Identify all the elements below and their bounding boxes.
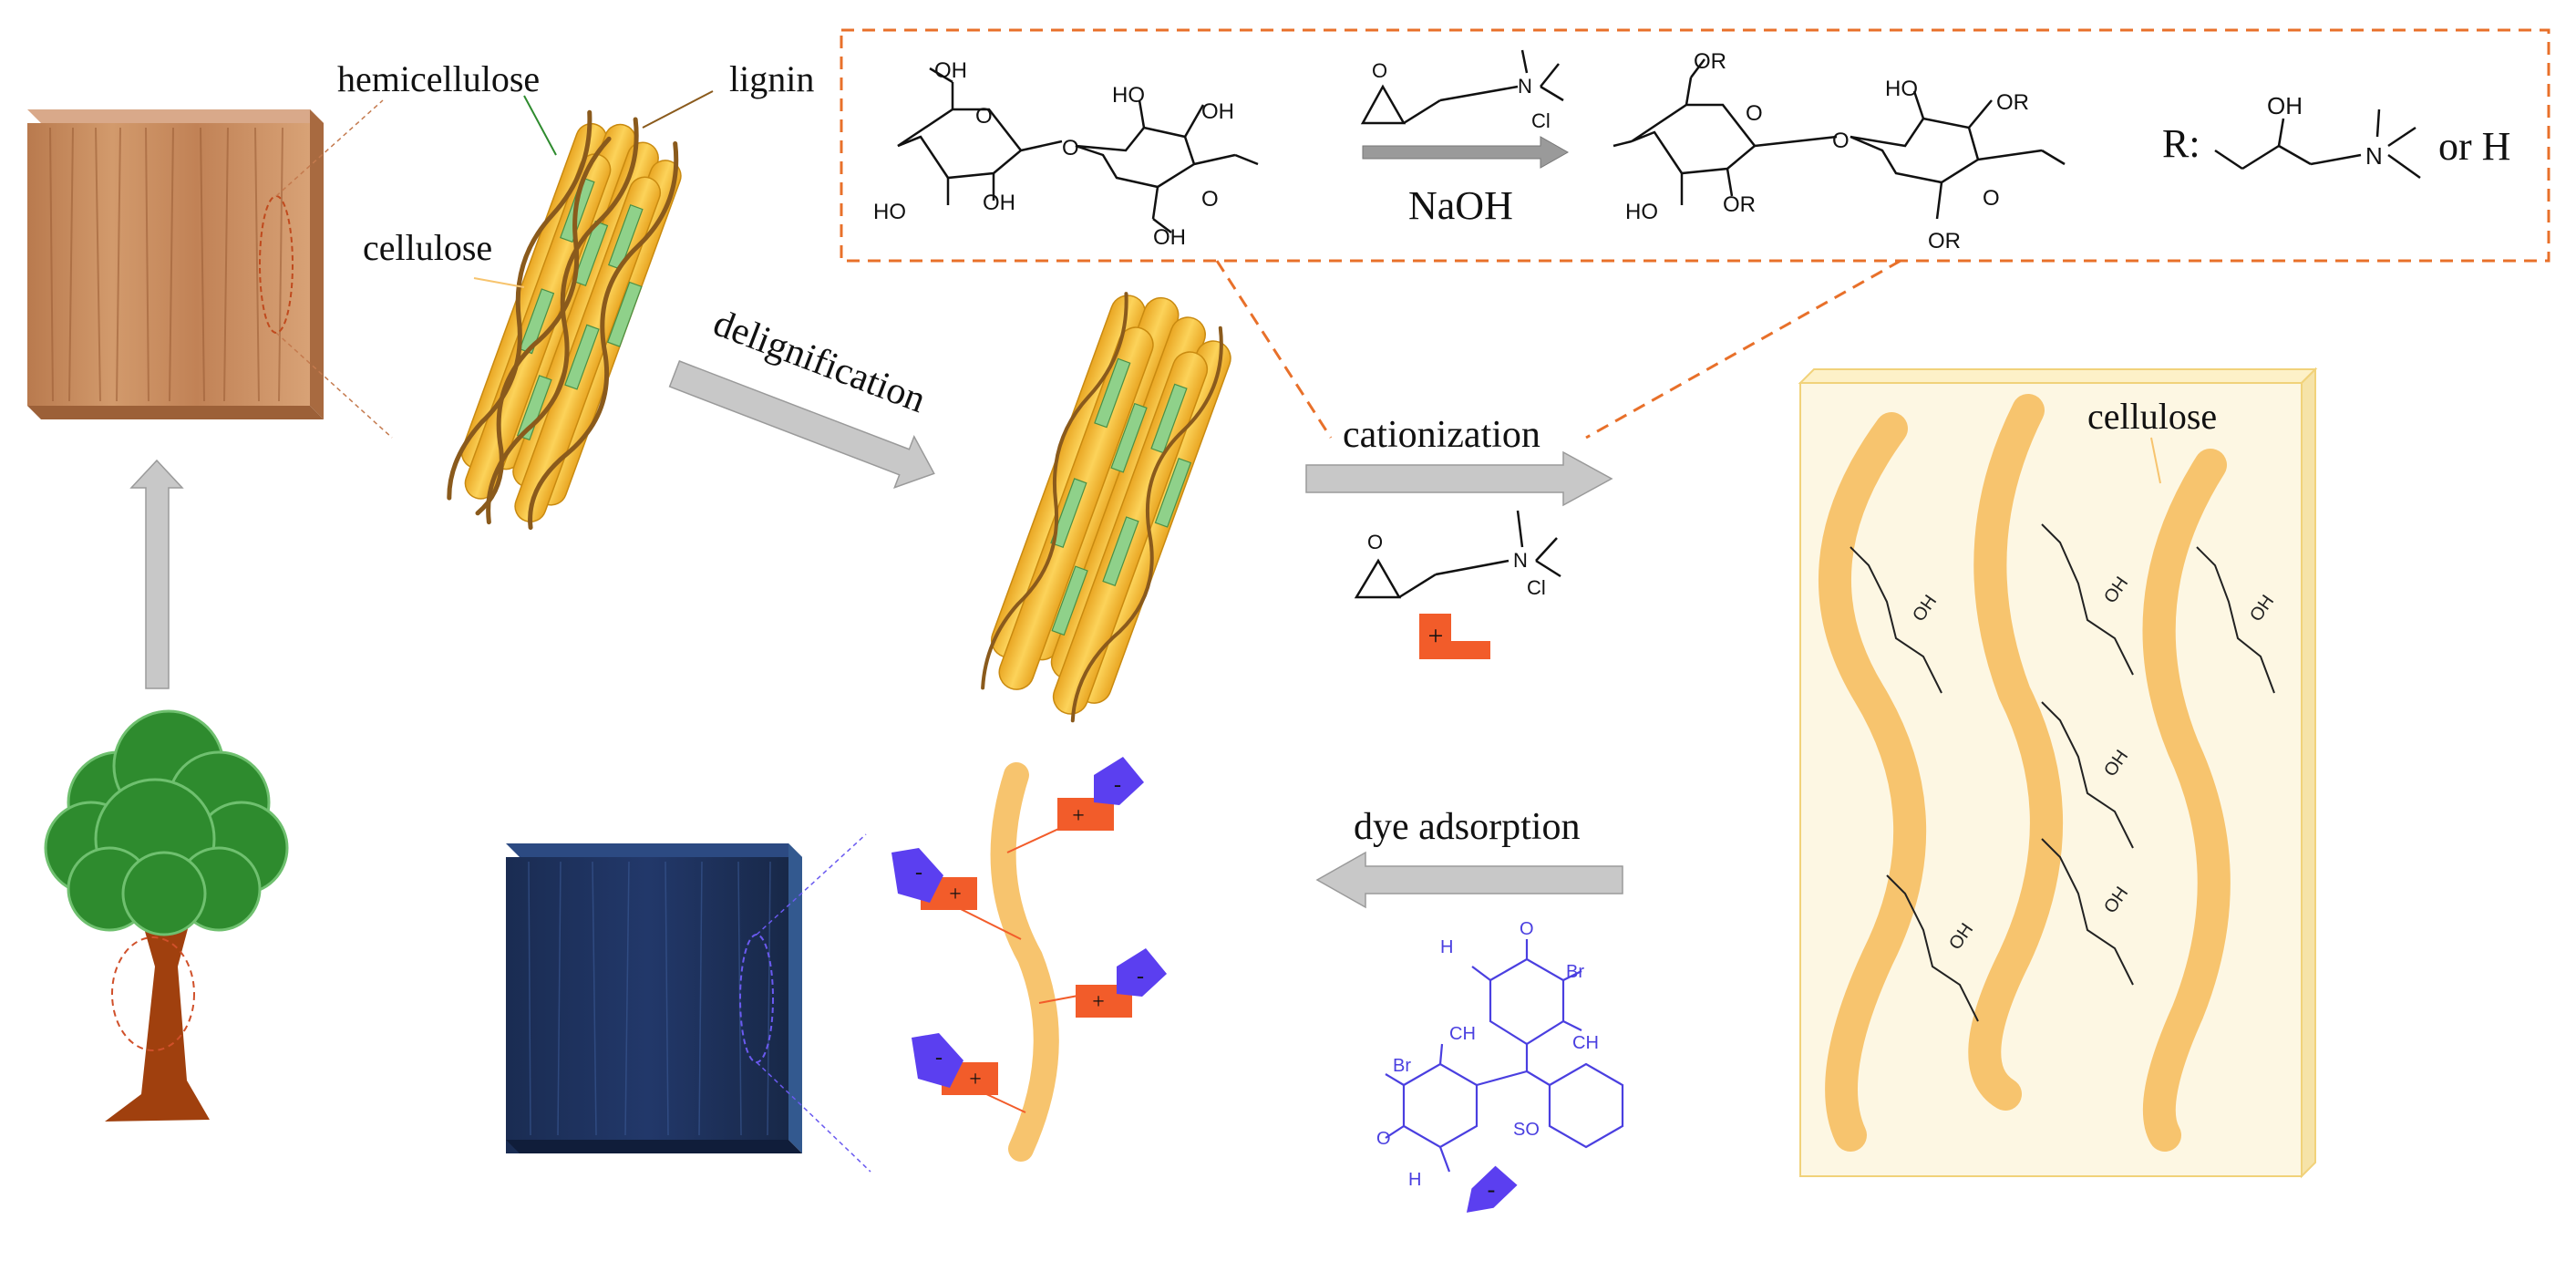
- gtmac-reagent-bottom: [1354, 510, 1561, 599]
- cationic-cellulose-fibers: [1818, 394, 2231, 1152]
- label-lignin: lignin: [729, 58, 814, 99]
- cation-dye-pair-3: + -: [1076, 948, 1167, 1018]
- arrow-tree-to-wood: [129, 459, 184, 689]
- svg-text:+: +: [949, 883, 962, 906]
- chem-or-4: OR: [1928, 229, 1961, 253]
- chem-n-plus-top: N: [1518, 75, 1532, 98]
- svg-text:+: +: [1428, 621, 1444, 651]
- svg-text:CH: CH: [1449, 1024, 1476, 1044]
- svg-text:Br: Br: [1566, 962, 1584, 982]
- label-cationization: cationization: [1343, 414, 1540, 456]
- delignified-bundle: [981, 292, 1231, 723]
- dye-molecule: [1385, 939, 1624, 1173]
- chem-o-1: O: [975, 104, 993, 129]
- chem-o-2: O: [1201, 187, 1219, 212]
- chem-or-1: OR: [1694, 49, 1726, 74]
- chem-r-oh: OH: [2267, 92, 2303, 119]
- svg-text:-: -: [1114, 773, 1121, 797]
- svg-text:-: -: [915, 861, 922, 884]
- cation-dye-pair-4: + -: [912, 1033, 998, 1095]
- chem-or-3: OR: [1996, 90, 2029, 115]
- cellulose-structure: [897, 67, 1259, 233]
- chem-epoxide-o-2: O: [1367, 531, 1383, 553]
- lignocellulose-bundle: [447, 109, 682, 531]
- chem-cl-top: Cl: [1531, 109, 1551, 132]
- delignification-arrow: [668, 360, 935, 490]
- svg-text:H: H: [1440, 937, 1453, 957]
- chem-o-3: O: [1746, 101, 1763, 126]
- naoh-arrow: [1362, 136, 1570, 169]
- cation-symbol-legend: +: [1419, 614, 1490, 659]
- label-naoh: NaOH: [1408, 183, 1513, 228]
- chem-ho-2: HO: [1112, 83, 1145, 108]
- chem-r-n: N: [2365, 142, 2383, 170]
- chem-oh-3: OH: [1201, 99, 1234, 124]
- anion-dye-symbol: -: [1466, 1165, 1518, 1213]
- cation-dye-pair-1: + -: [1057, 757, 1144, 831]
- svg-text:H: H: [1408, 1170, 1421, 1190]
- label-or-h: or H: [2438, 124, 2510, 169]
- svg-text:-: -: [1137, 965, 1144, 988]
- chem-ho-1: HO: [873, 200, 906, 224]
- natural-wood-block: [27, 99, 393, 439]
- dyed-wood-block: [506, 833, 871, 1173]
- svg-text:O: O: [1520, 919, 1534, 939]
- chem-o-4: O: [1983, 186, 2000, 211]
- gtmac-reagent-top: [1360, 49, 1564, 125]
- svg-text:+: +: [969, 1068, 982, 1091]
- svg-text:SO: SO: [1513, 1120, 1540, 1140]
- chem-ho-3: HO: [1625, 200, 1658, 224]
- svg-text:-: -: [1488, 1176, 1496, 1203]
- tree-illustration: [44, 709, 289, 1122]
- label-dye-adsorption: dye adsorption: [1354, 806, 1580, 848]
- svg-text:CH: CH: [1572, 1033, 1599, 1053]
- chem-o-bridge-2: O: [1832, 129, 1850, 153]
- svg-text:Br: Br: [1393, 1056, 1411, 1076]
- chem-oh-2: OH: [983, 191, 1015, 215]
- chem-o-bridge: O: [1062, 136, 1079, 160]
- chem-ho-4: HO: [1885, 77, 1918, 101]
- dye-adsorption-arrow: [1315, 851, 1623, 909]
- dyed-fiber: + - + - + - + -: [891, 757, 1167, 1162]
- cationic-cellulose-structure: [1613, 58, 2066, 220]
- zoom-ellipse-tree: [111, 936, 195, 1051]
- label-cellulose-left: cellulose: [363, 227, 492, 268]
- zoom-ellipse-wood: [259, 195, 294, 334]
- chem-epoxide-o: O: [1372, 59, 1387, 82]
- r-group-structure: [2214, 109, 2421, 180]
- svg-text:+: +: [1092, 990, 1105, 1014]
- chem-oh-4: OH: [1153, 225, 1186, 250]
- svg-text:O: O: [1376, 1129, 1391, 1149]
- reaction-scheme-box: [840, 28, 2550, 263]
- chem-cl-bottom: Cl: [1527, 576, 1546, 599]
- label-r: R:: [2162, 121, 2200, 166]
- cationization-arrow: [1305, 450, 1613, 507]
- cation-dye-pair-2: + -: [891, 848, 977, 910]
- label-cellulose-right: cellulose: [2087, 396, 2217, 437]
- chem-n-plus-bottom: N: [1513, 549, 1528, 572]
- quat-side-chains: [1850, 523, 2275, 1022]
- svg-text:-: -: [935, 1046, 943, 1070]
- chem-oh-1: OH: [934, 58, 967, 83]
- label-hemicellulose: hemicellulose: [337, 58, 540, 99]
- svg-text:+: +: [1072, 804, 1085, 828]
- chem-or-2: OR: [1723, 192, 1756, 217]
